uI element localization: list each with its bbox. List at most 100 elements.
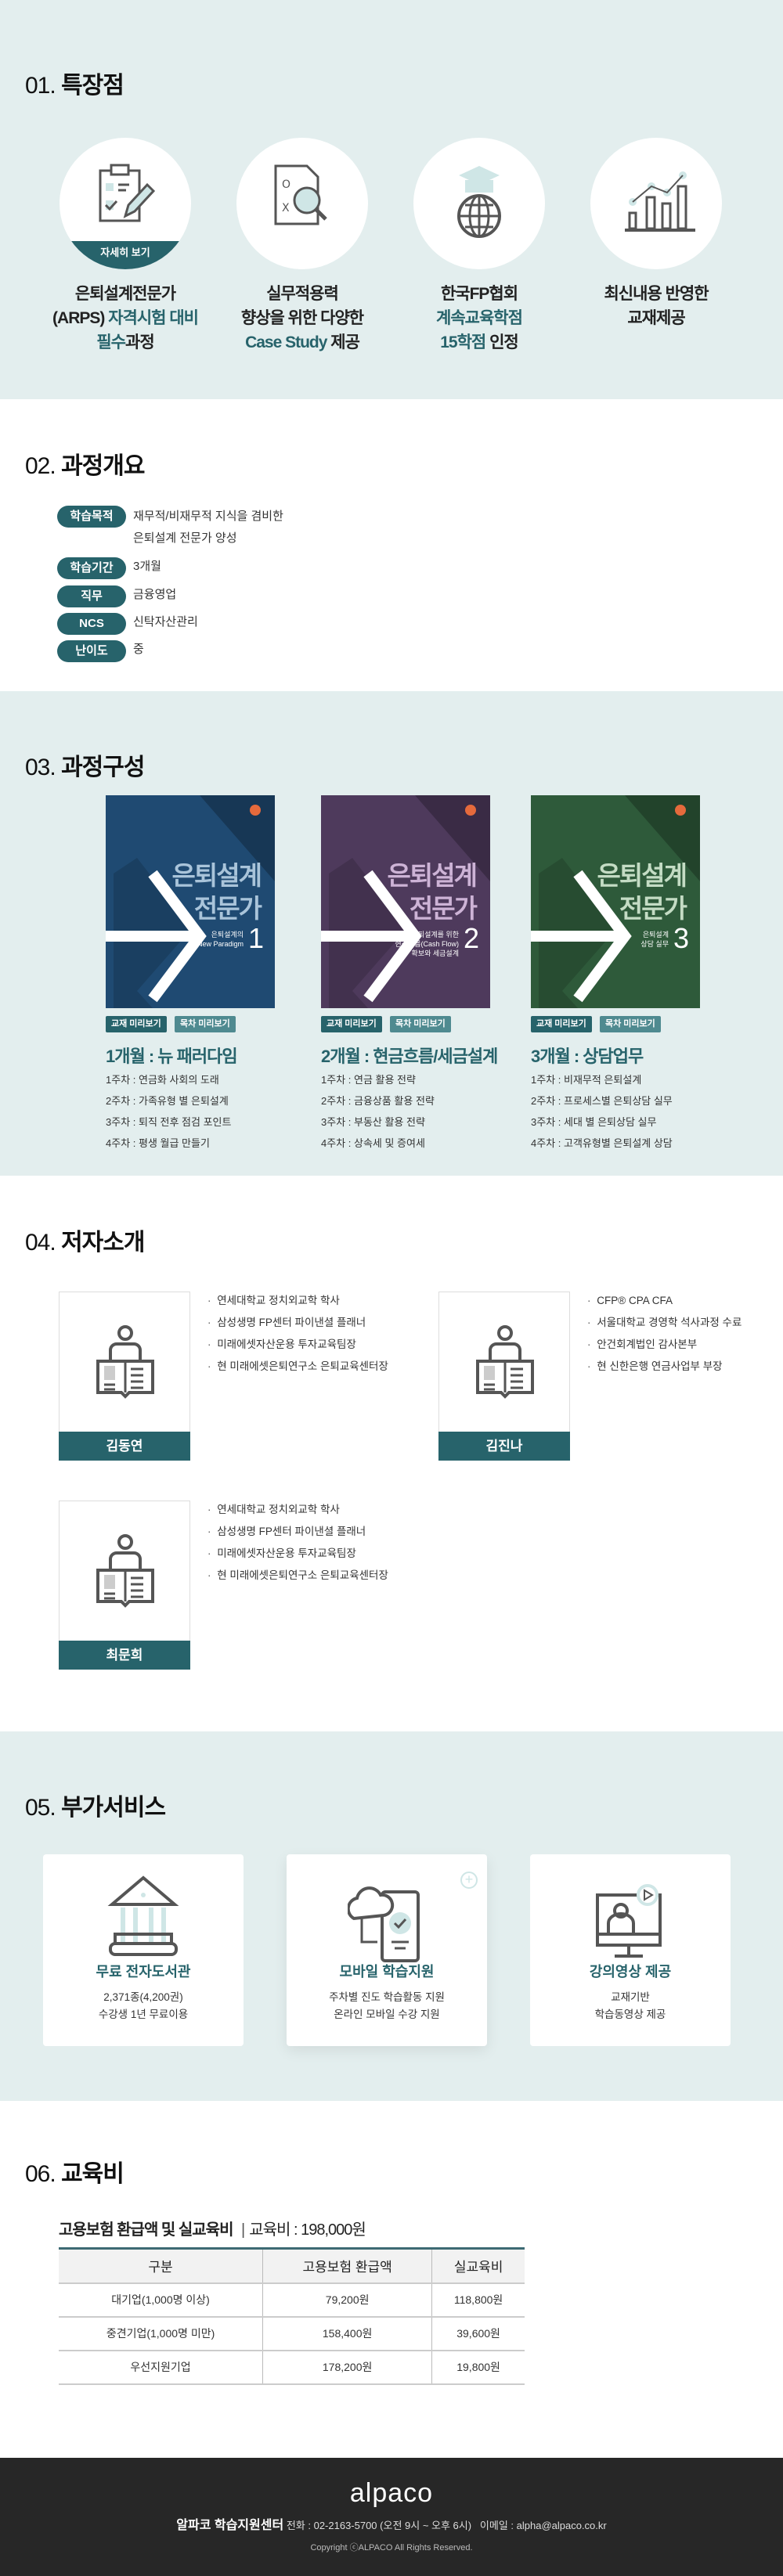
arrow-graphic: [106, 795, 275, 1008]
week-list: 1주차 : 연금화 사회의 도래 2주차 : 가족유형 별 은퇴설계 3주차 : 퇴…: [106, 1069, 231, 1154]
week-item: 4주차 : 평생 월급 만들기: [106, 1137, 210, 1149]
career-item: 미래에셋자산운용 투자교육팀장: [207, 1543, 388, 1565]
label-badge: NCS: [57, 613, 126, 635]
week-item: 4주차 : 고객유형별 은퇴설계 상담: [531, 1137, 673, 1149]
authors-section: 04. 저자소개: [0, 1176, 783, 1731]
label-badge: 난이도: [57, 640, 126, 662]
plus-icon[interactable]: +: [460, 1872, 478, 1889]
fee-amount: 교육비 : 198,000원: [249, 2221, 366, 2239]
author-career-list: 연세대학교 정치외교학 학사삼성생명 FP센터 파이낸셜 플래너미래에셋자산운용…: [207, 1290, 388, 1378]
author-career-list: 연세대학교 정치외교학 학사삼성생명 FP센터 파이낸셜 플래너미래에셋자산운용…: [207, 1499, 388, 1587]
fee-section: 06. 교육비 고용보험 환급액 및 실교육비 |교육비 : 198,000원: [0, 2101, 783, 2458]
week-item: 3주차 : 부동산 활용 전략: [321, 1116, 425, 1128]
bar-chart-icon: [625, 171, 695, 232]
feature-circle-arps[interactable]: 자세히 보기: [60, 138, 191, 269]
overview-value: 중: [133, 643, 144, 656]
week-item: 1주차 : 연금 활용 전략: [321, 1074, 416, 1086]
week-item: 2주차 : 프로세스별 은퇴상담 실무: [531, 1095, 673, 1107]
career-item: 삼성생명 FP센터 파이낸셜 플래너: [207, 1312, 388, 1334]
week-item: 1주차 : 비재무적 은퇴설계: [531, 1074, 642, 1086]
toc-preview-button[interactable]: 목차 미리보기: [175, 1016, 236, 1032]
label-badge: 직무: [57, 585, 126, 607]
career-item: CFP® CPA CFA: [587, 1290, 742, 1312]
textbook-preview-button[interactable]: 교재 미리보기: [531, 1016, 592, 1032]
reader-book-icon: [476, 1325, 534, 1399]
arrow-graphic: [321, 795, 490, 1008]
week-item: 4주차 : 상속세 및 증여세: [321, 1137, 425, 1149]
publisher-logo-icon: [250, 805, 261, 816]
author-card: 김진나: [438, 1292, 570, 1461]
label-badge: 학습기간: [57, 557, 126, 579]
career-item: 안건회계법인 감사본부: [587, 1334, 742, 1356]
phone: 전화 : 02-2163-5700 (오전 9시 ~ 오후 6시): [286, 2520, 472, 2531]
career-item: 서울대학교 경영학 석사과정 수료: [587, 1312, 742, 1334]
author-career-list: CFP® CPA CFA서울대학교 경영학 석사과정 수료안건회계법인 감사본부…: [587, 1290, 742, 1378]
clipboard-pencil-icon: [99, 164, 156, 222]
section-title: 04. 저자소개: [25, 1230, 145, 1256]
label-badge: 학습목적: [57, 506, 126, 528]
toc-preview-button[interactable]: 목차 미리보기: [390, 1016, 451, 1032]
overview-value: 금융영업: [133, 588, 177, 601]
author-card: 최문희: [59, 1501, 190, 1670]
week-item: 2주차 : 금융상품 활용 전략: [321, 1095, 435, 1107]
svg-text:X: X: [282, 202, 290, 214]
month-title: 1개월 : 뉴 패러다임: [106, 1047, 238, 1066]
fee-subtitle: 고용보험 환급액 및 실교육비 |교육비 : 198,000원: [59, 2221, 366, 2239]
week-list: 1주차 : 연금 활용 전략 2주차 : 금융상품 활용 전략 3주차 : 부동산 …: [321, 1069, 435, 1154]
video-lecture-icon: [596, 1884, 662, 1958]
email: 이메일 : alpha@alpaco.co.kr: [479, 2520, 607, 2531]
author-card: 김동연: [59, 1292, 190, 1461]
career-item: 미래에셋자산운용 투자교육팀장: [207, 1334, 388, 1356]
textbook-preview-button[interactable]: 교재 미리보기: [321, 1016, 382, 1032]
toc-preview-button[interactable]: 목차 미리보기: [600, 1016, 661, 1032]
section-title: 03. 과정구성: [25, 755, 145, 780]
more-details-button[interactable]: 자세히 보기: [60, 241, 191, 269]
publisher-logo-icon: [675, 805, 686, 816]
textbook-preview-button[interactable]: 교재 미리보기: [106, 1016, 167, 1032]
author-name: 최문희: [59, 1641, 190, 1670]
week-item: 3주차 : 퇴직 전후 점검 포인트: [106, 1116, 232, 1128]
week-item: 2주차 : 가족유형 별 은퇴설계: [106, 1095, 229, 1107]
center-name: 알파코 학습지원센터: [176, 2519, 284, 2532]
library-icon: [107, 1875, 179, 1956]
overview-value: 신탁자산관리: [133, 615, 198, 629]
career-item: 연세대학교 정치외교학 학사: [207, 1290, 388, 1312]
feature-circle-fp: [413, 138, 545, 269]
overview-value: 3개월: [133, 560, 161, 573]
section-title: 05. 부가서비스: [25, 1795, 166, 1821]
month-title: 3개월 : 상담업무: [531, 1047, 644, 1066]
svg-text:O: O: [282, 178, 290, 191]
document-magnifier-icon: OX: [274, 164, 327, 225]
publisher-logo-icon: [465, 805, 476, 816]
month-title: 2개월 : 현금흐름/세금설계: [321, 1047, 498, 1066]
mobile-cloud-icon: [348, 1886, 420, 1962]
career-item: 삼성생명 FP센터 파이낸셜 플래너: [207, 1521, 388, 1543]
week-item: 1주차 : 연금화 사회의 도래: [106, 1074, 219, 1086]
footer: alpaco 알파코 학습지원센터 전화 : 02-2163-5700 (오전 …: [0, 2458, 783, 2576]
section-title: 06. 교육비: [25, 2161, 124, 2187]
arrow-graphic: [531, 795, 700, 1008]
section-title: 01. 특장점: [25, 73, 124, 99]
career-item: 연세대학교 정치외교학 학사: [207, 1499, 388, 1521]
alpaco-logo: alpaco: [349, 2478, 434, 2508]
copyright: Copyright ⓒALPACO All Rights Reserved.: [310, 2543, 473, 2553]
service-card-library: 무료 전자도서관 2,371종(4,200권)수강생 1년 무료이용: [43, 1854, 244, 2046]
